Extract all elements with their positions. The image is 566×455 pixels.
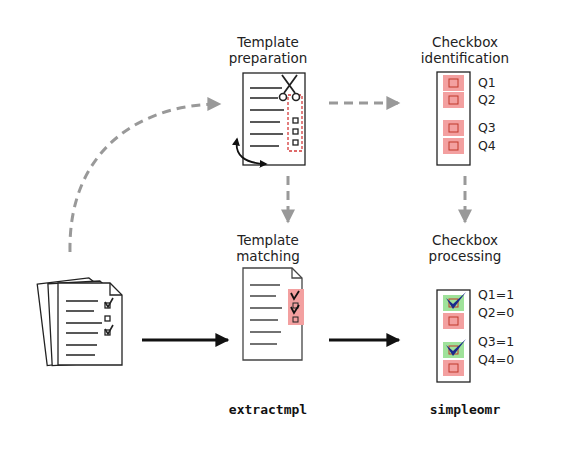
step-node: Checkbox processingQ1=1Q2=0Q3=1Q4=0 simpl… bbox=[405, 228, 525, 423]
checkbox-symbol bbox=[449, 142, 458, 150]
step-heading: Checkbox identification bbox=[415, 34, 515, 66]
question-label: Q1 bbox=[478, 75, 496, 91]
matched-region bbox=[288, 289, 304, 325]
check-mark bbox=[291, 291, 299, 313]
text-lines bbox=[250, 285, 282, 344]
checkbox-symbol bbox=[105, 316, 110, 321]
scissors-symbol bbox=[280, 94, 287, 101]
scissors-symbol bbox=[282, 75, 297, 93]
unchecked-highlight bbox=[443, 313, 464, 329]
input-arrow bbox=[142, 339, 228, 342]
checkbox-highlight bbox=[443, 75, 464, 91]
step-heading: Checkbox processing bbox=[415, 232, 515, 264]
checkbox-highlight bbox=[443, 138, 464, 154]
question-label: Q3 bbox=[478, 120, 496, 136]
dashed-arrow bbox=[464, 176, 467, 222]
question-label: Q3=1 bbox=[478, 334, 514, 350]
step-node: Template matching extractmpl bbox=[213, 228, 323, 423]
checkbox-highlight bbox=[443, 92, 464, 108]
document-page bbox=[243, 73, 305, 165]
check-mark bbox=[446, 339, 466, 356]
panel-frame bbox=[437, 72, 470, 165]
tool-name: simpleomr bbox=[405, 401, 525, 419]
result-panel bbox=[437, 290, 470, 382]
step-heading: Template matching bbox=[218, 232, 318, 264]
checkbox-symbol bbox=[293, 129, 298, 134]
flow-arrow bbox=[329, 339, 399, 342]
question-label: Q2=0 bbox=[478, 305, 514, 321]
text-lines bbox=[66, 301, 102, 355]
checkbox-symbol bbox=[449, 124, 458, 132]
scissors-symbol bbox=[293, 94, 300, 101]
question-label: Q2 bbox=[478, 92, 496, 108]
document-stack bbox=[37, 276, 122, 365]
document-page bbox=[58, 283, 122, 365]
checkbox-symbol bbox=[449, 317, 458, 325]
step-node: Checkbox identificationQ1Q2Q3Q4 bbox=[405, 30, 525, 170]
question-label: Q1=1 bbox=[478, 287, 514, 303]
checkbox-symbol bbox=[449, 96, 458, 104]
checkbox-symbol bbox=[293, 118, 298, 123]
panel-frame bbox=[437, 290, 470, 382]
question-label: Q4 bbox=[478, 138, 496, 154]
dashed-arrow bbox=[329, 102, 399, 105]
template-document bbox=[237, 73, 305, 165]
crop-region bbox=[288, 95, 302, 151]
check-mark bbox=[105, 298, 113, 334]
input-arrow bbox=[70, 104, 220, 252]
dashed-arrow bbox=[287, 176, 290, 222]
checkbox-symbol bbox=[449, 79, 458, 87]
unchecked-highlight bbox=[443, 360, 464, 376]
matched-document bbox=[243, 268, 304, 360]
step-heading: Template preparation bbox=[218, 34, 318, 66]
rotation-arrow bbox=[237, 139, 266, 164]
step-node: Template preparation bbox=[213, 30, 323, 170]
question-label: Q4=0 bbox=[478, 352, 514, 368]
page-fold bbox=[292, 268, 302, 278]
checkbox-highlight bbox=[443, 120, 464, 136]
checkbox-panel bbox=[437, 72, 470, 165]
checkbox-symbol bbox=[293, 317, 298, 322]
page-fold bbox=[110, 283, 122, 295]
checkbox-symbol bbox=[293, 140, 298, 145]
check-mark bbox=[446, 292, 466, 309]
checkbox-symbol bbox=[449, 364, 458, 372]
tool-name: extractmpl bbox=[213, 401, 323, 419]
